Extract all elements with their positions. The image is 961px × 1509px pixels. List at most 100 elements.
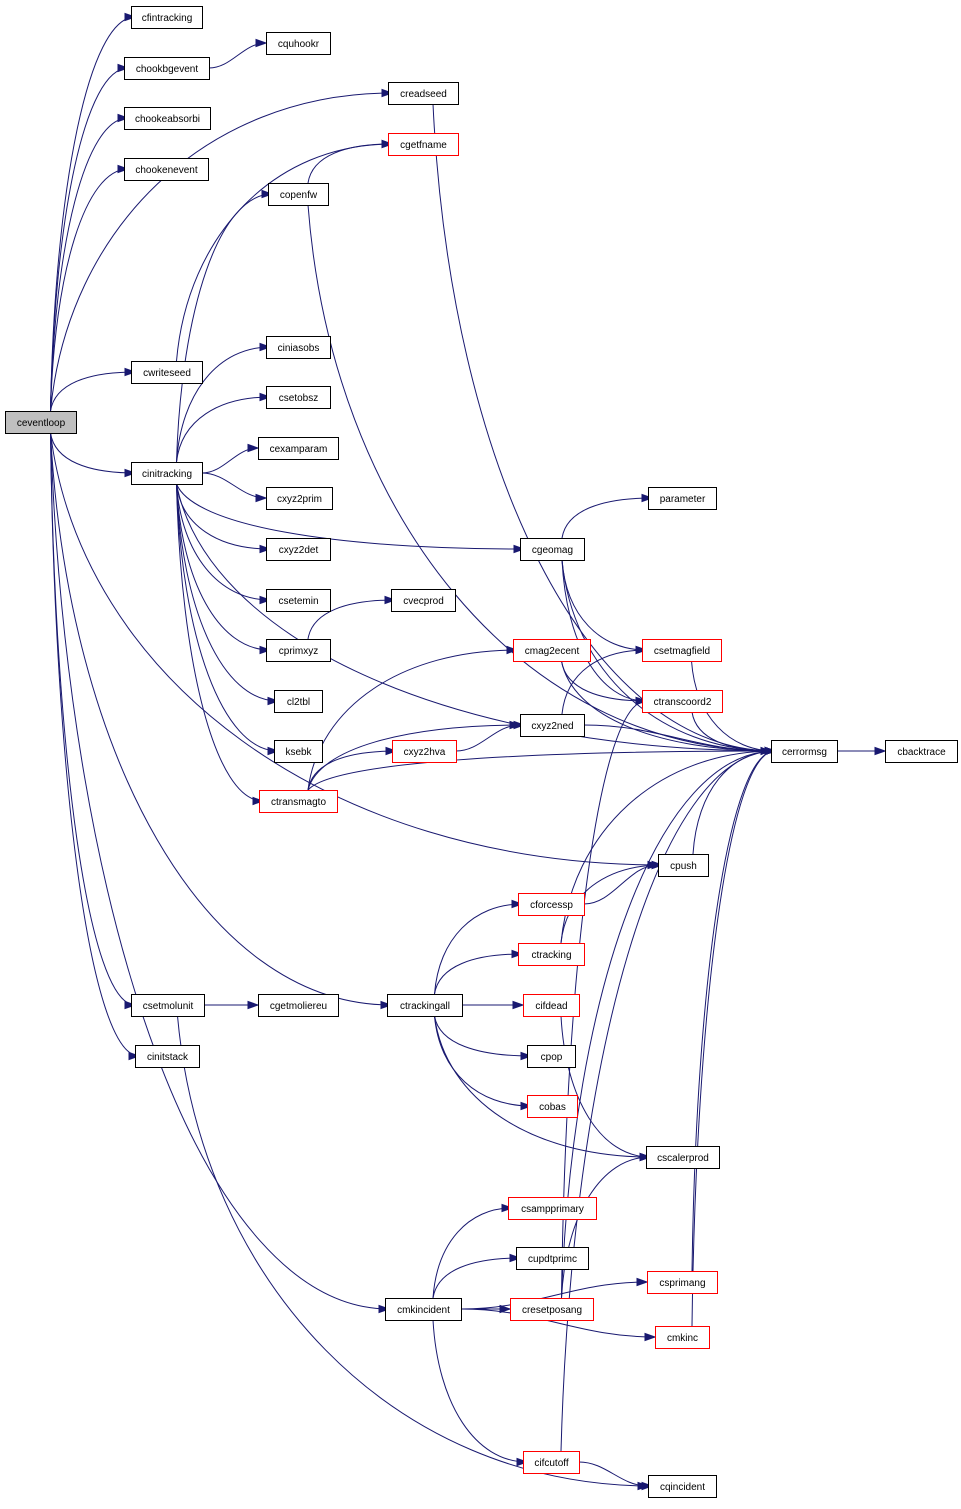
node-cmkincident[interactable]: cmkincident	[385, 1298, 462, 1321]
edge-creadseed-to-cerrormsg	[432, 103, 777, 756]
node-box	[510, 1298, 594, 1321]
edge-line	[176, 483, 279, 702]
arrowhead-icon	[516, 1457, 529, 1467]
node-cprimxyz[interactable]: cprimxyz	[266, 639, 331, 662]
edge-ctransmagto-to-cxyz2hva	[307, 746, 398, 791]
node-cfintracking[interactable]: cfintracking	[131, 6, 203, 29]
edge-line	[307, 649, 518, 791]
edge-line	[307, 599, 396, 640]
node-csetmagfield[interactable]: csetmagfield	[642, 639, 722, 662]
node-cobas[interactable]: cobas	[527, 1095, 578, 1118]
edge-ctrackingall-to-cpop	[434, 1015, 533, 1061]
node-cgetfname[interactable]: cgetfname	[388, 133, 459, 156]
edge-line	[561, 559, 647, 651]
arrowhead-icon	[381, 139, 394, 149]
node-cqincident[interactable]: cqincident	[648, 1475, 717, 1498]
node-cxyz2hva[interactable]: cxyz2hva	[392, 740, 457, 763]
node-ctrackingall[interactable]: ctrackingall	[387, 994, 463, 1017]
node-box	[124, 107, 211, 130]
node-cinitstack[interactable]: cinitstack	[135, 1045, 200, 1068]
edge-ctracking-to-cpush	[560, 860, 664, 944]
node-cquhookr[interactable]: cquhookr	[266, 32, 331, 55]
edge-ctransmagto-to-cxyz2ned	[307, 720, 526, 791]
node-cifdead[interactable]: cifdead	[523, 994, 580, 1017]
node-chookbgevent[interactable]: chookbgevent	[124, 57, 210, 80]
node-ceventloop[interactable]: ceventloop	[5, 411, 77, 434]
node-label: cgetfname	[400, 140, 447, 151]
node-cpush[interactable]: cpush	[658, 854, 709, 877]
arrowhead-icon	[259, 645, 272, 655]
node-box	[131, 994, 205, 1017]
edge-cmkincident-to-csampprimary	[432, 1203, 514, 1299]
node-box	[523, 1451, 580, 1474]
edge-line	[50, 432, 392, 1006]
node-cbacktrace[interactable]: cbacktrace	[885, 740, 958, 763]
arrowhead-icon	[511, 899, 524, 909]
node-csprimang[interactable]: csprimang	[647, 1271, 718, 1294]
arrowhead-icon	[513, 544, 526, 554]
node-cgetmoliereu[interactable]: cgetmoliereu	[258, 994, 339, 1017]
edge-ctracking-to-cerrormsg	[560, 746, 777, 944]
node-box	[520, 714, 585, 737]
node-cresetposang[interactable]: cresetposang	[510, 1298, 594, 1321]
node-ctracking[interactable]: ctracking	[518, 943, 585, 966]
node-chookeabsorbi[interactable]: chookeabsorbi	[124, 107, 211, 130]
edge-ctrackingall-to-cforcessp	[434, 899, 524, 995]
node-csetobsz[interactable]: csetobsz	[266, 386, 331, 409]
arrowhead-icon	[520, 1101, 533, 1111]
node-cxyz2det[interactable]: cxyz2det	[266, 538, 331, 561]
node-parameter[interactable]: parameter	[648, 487, 717, 510]
node-cxyz2ned[interactable]: cxyz2ned	[520, 714, 585, 737]
node-label: cmkincident	[397, 1305, 450, 1316]
edge-ceventloop-to-chookenevent	[50, 164, 130, 412]
edge-line	[176, 483, 776, 752]
node-cinitracking[interactable]: cinitracking	[131, 462, 203, 485]
edge-line	[307, 204, 776, 752]
node-csetemin[interactable]: csetemin	[266, 589, 331, 612]
node-cgeomag[interactable]: cgeomag	[520, 538, 585, 561]
edge-csprimang-to-cerrormsg	[691, 746, 777, 1272]
node-cexamparam[interactable]: cexamparam	[258, 437, 339, 460]
edge-line	[50, 432, 390, 1310]
node-box	[135, 1045, 200, 1068]
node-cxyz2prim[interactable]: cxyz2prim	[266, 487, 333, 510]
edge-ceventloop-to-chookbgevent	[50, 63, 130, 412]
edge-copenfw-to-cerrormsg	[307, 204, 777, 756]
node-creadseed[interactable]: creadseed	[388, 82, 459, 105]
node-label: cvecprod	[403, 596, 444, 607]
node-cwriteseed[interactable]: cwriteseed	[131, 361, 203, 384]
node-cforcessp[interactable]: cforcessp	[518, 893, 585, 916]
node-box	[266, 336, 331, 359]
edge-line	[455, 724, 521, 752]
node-box	[266, 538, 331, 561]
node-cmag2ecent[interactable]: cmag2ecent	[513, 639, 591, 662]
node-cscalerprod[interactable]: cscalerprod	[646, 1146, 720, 1169]
node-csampprimary[interactable]: csampprimary	[508, 1197, 597, 1220]
node-ctransmagto[interactable]: ctransmagto	[259, 790, 338, 813]
edge-line	[434, 903, 523, 995]
edge-line	[691, 660, 776, 752]
node-cl2tbl[interactable]: cl2tbl	[274, 690, 323, 713]
node-label: ciniasobs	[278, 343, 320, 354]
node-chookenevent[interactable]: chookenevent	[124, 158, 209, 181]
node-cmkinc[interactable]: cmkinc	[655, 1326, 710, 1349]
edge-ceventloop-to-cmkincident	[50, 432, 391, 1314]
node-csetmolunit[interactable]: csetmolunit	[131, 994, 205, 1017]
node-cerrormsg[interactable]: cerrormsg	[771, 740, 838, 763]
arrowhead-icon	[380, 1000, 393, 1010]
node-box	[527, 1045, 576, 1068]
node-cifcutoff[interactable]: cifcutoff	[523, 1451, 580, 1474]
node-label: cforcessp	[530, 900, 573, 911]
edge-line	[50, 432, 136, 474]
arrowhead-icon	[117, 113, 130, 123]
arrowhead-icon	[501, 1203, 514, 1213]
node-cvecprod[interactable]: cvecprod	[391, 589, 456, 612]
node-copenfw[interactable]: copenfw	[268, 183, 329, 206]
node-label: cinitstack	[147, 1052, 189, 1063]
node-box	[647, 1271, 718, 1294]
node-ksebk[interactable]: ksebk	[274, 740, 323, 763]
node-ciniasobs[interactable]: ciniasobs	[266, 336, 331, 359]
node-ctranscoord2[interactable]: ctranscoord2	[642, 690, 723, 713]
node-cupdtprimc[interactable]: cupdtprimc	[516, 1247, 589, 1270]
node-cpop[interactable]: cpop	[527, 1045, 576, 1068]
